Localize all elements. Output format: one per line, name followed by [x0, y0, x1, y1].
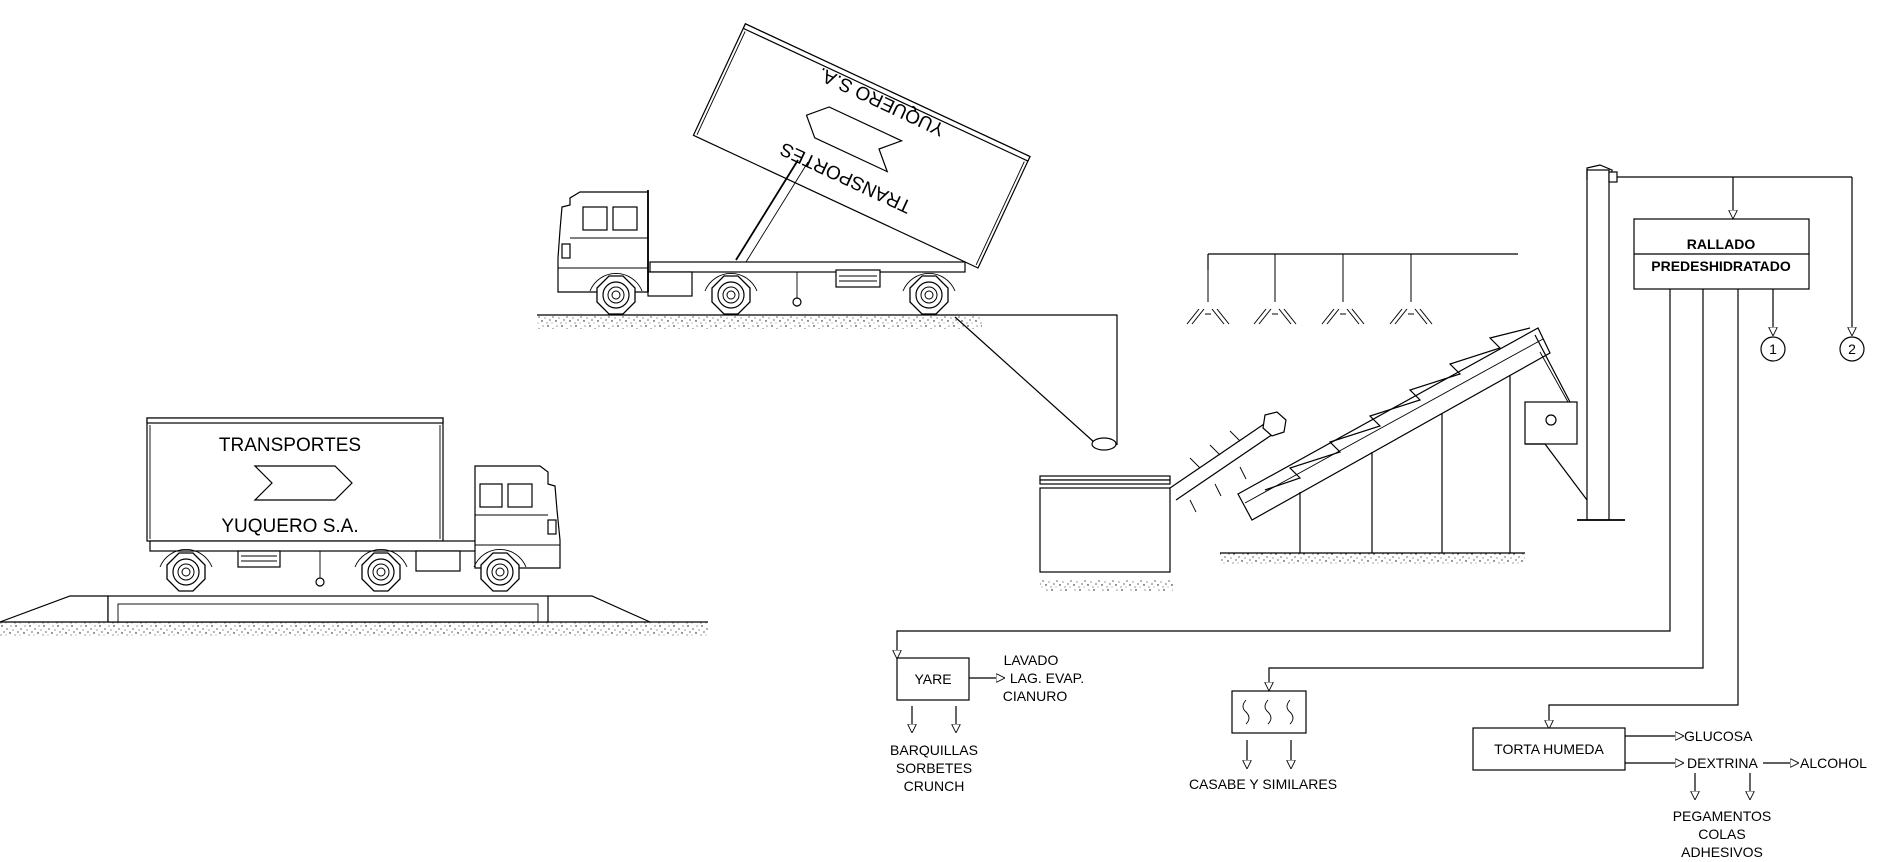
- truck1-wheel-rear: [167, 553, 205, 591]
- truck1-window-1: [480, 484, 502, 507]
- reception-hopper: [1040, 488, 1170, 572]
- truck-dumping: TRANSPORTES YUQUERO S.A.: [558, 24, 1030, 314]
- spray-washer: [1187, 254, 1518, 324]
- truck1-company: YUQUERO S.A.: [221, 516, 358, 537]
- predeshidratado-label: PREDESHIDRATADO: [1651, 258, 1791, 274]
- truck2-hydraulic-ram: [736, 160, 798, 260]
- truck1-toolbox: [238, 551, 280, 567]
- truck1-tank: [416, 551, 460, 571]
- yare-out-1: LAVADO: [1004, 652, 1059, 668]
- truck2-wheel-front: [597, 276, 635, 314]
- ground-upper: [537, 315, 1117, 450]
- truck1-wheel-middle: [362, 553, 400, 591]
- truck-on-scale: TRANSPORTES YUQUERO S.A.: [147, 418, 560, 591]
- torta-label: TORTA HUMEDA: [1494, 741, 1604, 757]
- spray-nozzle-3: [1322, 254, 1364, 324]
- truck2-window-2: [613, 207, 637, 230]
- casabe-dryer-box: [1232, 691, 1306, 733]
- yare-product-2: SORBETES: [896, 760, 972, 776]
- truck2-tipper-box: TRANSPORTES YUQUERO S.A.: [693, 24, 1030, 268]
- torta-group: TORTA HUMEDA GLUCOSA DEXTRINA ALCOHOL PE…: [1473, 728, 1867, 860]
- truck1-brand: TRANSPORTES: [219, 435, 361, 456]
- truck2-wheel-middle: [712, 276, 750, 314]
- weighbridge: [0, 596, 708, 636]
- scale-platform: [108, 596, 548, 622]
- rallado-flow: RALLADO PREDESHIDRATADO 1 2: [897, 177, 1864, 728]
- spray-nozzle-4: [1390, 254, 1432, 324]
- yare-out-2: LAG. EVAP.: [1010, 670, 1084, 686]
- dextrina-product-3: ADHESIVOS: [1681, 844, 1763, 860]
- yare-product-3: CRUNCH: [904, 778, 965, 794]
- receiving-tank: [1040, 476, 1170, 572]
- yare-product-1: BARQUILLAS: [890, 742, 978, 758]
- spray-nozzle-1: [1187, 254, 1229, 324]
- connector-2-label: 2: [1848, 341, 1856, 357]
- dextrina-product-1: PEGAMENTOS: [1673, 808, 1772, 824]
- casabe-group: CASABE Y SIMILARES: [1189, 691, 1337, 792]
- casabe-label: CASABE Y SIMILARES: [1189, 776, 1337, 792]
- truck2-window-1: [583, 207, 607, 230]
- dextrina-product-2: COLAS: [1698, 826, 1745, 842]
- ground-left: [0, 622, 708, 636]
- truck2-toolbox: [836, 270, 880, 287]
- dextrina-label: DEXTRINA: [1687, 755, 1758, 771]
- truck2-tank: [648, 272, 692, 296]
- truck1-wheel-front: [481, 553, 519, 591]
- truck2-wheel-rear: [910, 276, 948, 314]
- conveyor-head-pulley: [1263, 412, 1286, 436]
- rallado-label: RALLADO: [1687, 236, 1756, 252]
- yare-label: YARE: [914, 671, 951, 687]
- alcohol-label: ALCOHOL: [1800, 755, 1867, 771]
- washing-drum-conveyor: [1238, 328, 1570, 553]
- yare-out-3: CIANURO: [1003, 688, 1068, 704]
- bucket-elevator-column: [1587, 170, 1609, 520]
- glucosa-label: GLUCOSA: [1684, 728, 1753, 744]
- connector-1-label: 1: [1769, 341, 1777, 357]
- yare-group: YARE LAVADO LAG. EVAP. CIANURO BARQUILLA…: [890, 652, 1084, 794]
- discharge-hopper-outlet: [1092, 438, 1116, 450]
- truck1-window-2: [508, 484, 532, 507]
- spray-nozzle-2: [1254, 254, 1296, 324]
